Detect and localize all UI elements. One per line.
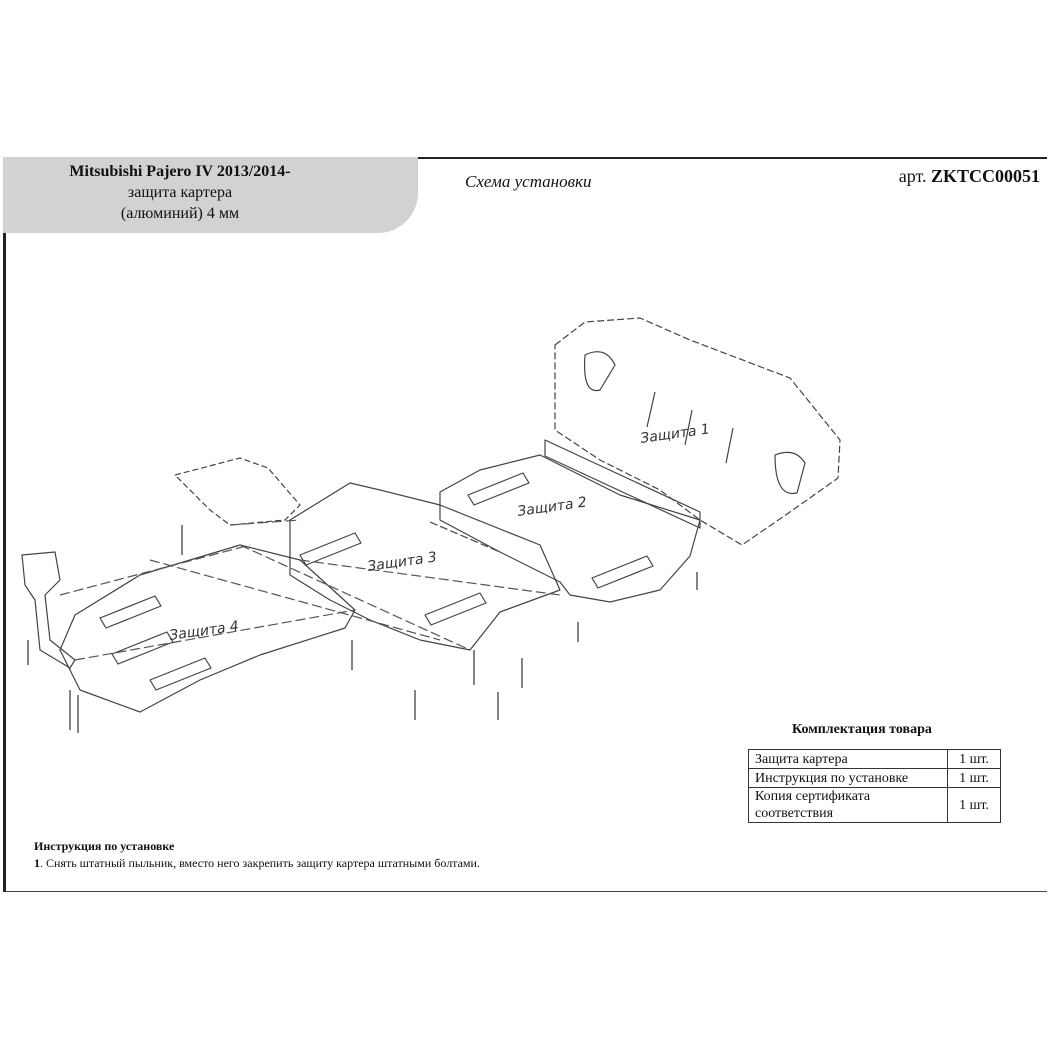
article-code: ZKTCC00051 [930, 166, 1040, 186]
plate-1-label: Защита 1 [639, 421, 710, 447]
instructions-title: Инструкция по установке [34, 839, 175, 853]
article-number: арт. ZKTCC00051 [899, 166, 1040, 187]
plate-1 [544, 317, 841, 546]
instruction-step-1: 1. Снять штатный пыльник, вместо него за… [34, 855, 480, 872]
kit-title: Комплектация товара [792, 722, 932, 737]
kit-item-qty: 1 шт. [947, 749, 1001, 769]
instructions: Инструкция по установке 1. Снять штатный… [34, 838, 480, 872]
step-number: 1 [34, 856, 40, 870]
title-block: Mitsubishi Pajero IV 2013/2014- защита к… [40, 161, 320, 224]
kit-item-name-line2: соответствия [755, 806, 834, 821]
bracket-left [21, 551, 76, 669]
bracket-top [174, 457, 301, 526]
part-material: (алюминий) 4 мм [120, 205, 240, 222]
plate-2 [439, 454, 701, 603]
kit-item-qty: 1 шт. [947, 787, 1001, 823]
scheme-title: Схема установки [465, 172, 592, 191]
plate-2-label: Защита 2 [516, 494, 588, 520]
kit-item-name: Инструкция по установке [748, 768, 948, 788]
table-row: Инструкция по установке 1 шт. [748, 768, 1001, 788]
kit-item-qty: 1 шт. [947, 768, 1001, 788]
title-tab [3, 157, 418, 233]
step-text: . Снять штатный пыльник, вместо него зак… [40, 856, 480, 870]
article-prefix: арт. [898, 166, 927, 186]
kit-item-name: Копия сертификата соответствия [748, 787, 948, 823]
kit-item-name-line1: Копия сертификата [755, 789, 871, 804]
kit-item-name: Защита картера [748, 749, 948, 769]
bolts [27, 525, 698, 733]
table-row: Защита картера 1 шт. [748, 749, 1001, 769]
plate-3 [289, 482, 561, 651]
kit-table: Защита картера 1 шт. Инструкция по устан… [748, 749, 1001, 823]
table-row: Копия сертификата соответствия 1 шт. [748, 787, 1001, 823]
vehicle-model: Mitsubishi Pajero IV 2013/2014- [69, 163, 291, 180]
part-name: защита картера [127, 184, 233, 201]
plate-3-label: Защита 3 [366, 549, 437, 575]
drawing-frame [3, 157, 1047, 892]
plate-4-label: Защита 4 [168, 618, 239, 644]
